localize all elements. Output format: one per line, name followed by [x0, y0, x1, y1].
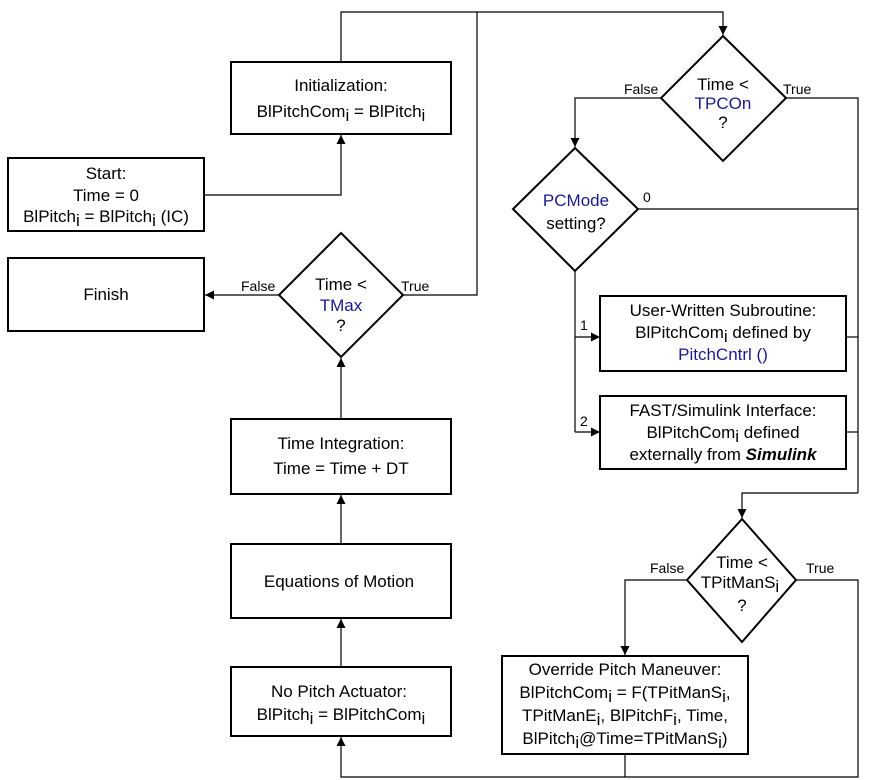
- finish-box: Finish: [7, 257, 205, 332]
- simulink-box: FAST/Simulink Interface: BlPitchComi def…: [599, 395, 847, 470]
- tmax-true-label: True: [401, 278, 429, 294]
- tpcon-decision: Time < TPCOn ? False True: [624, 34, 811, 163]
- tpitmans-true-label: True: [806, 560, 834, 576]
- start-box: Start: Time = 0 BlPitchi = BlPitchi (IC): [7, 157, 205, 232]
- pcmode-label-0: 0: [643, 189, 651, 205]
- tpcon-false-label: False: [624, 81, 658, 97]
- connector-tpcon-true: [786, 97, 859, 493]
- tpitmans-decision: Time < TPitManSi ? False True: [650, 517, 834, 644]
- connector-tmax-true: [403, 12, 478, 296]
- initialization-equation: BlPitchComi = BlPitchi: [257, 102, 426, 125]
- tmax-decision: Time < TMax ? False True: [241, 231, 429, 359]
- connectors: [205, 11, 859, 778]
- connector-start-to-init: [205, 135, 346, 196]
- override-line3: TPitManEi, BlPitchFi, Time,: [522, 706, 728, 729]
- pcmode-label-2: 2: [580, 413, 588, 429]
- equations-of-motion-box: Equations of Motion: [230, 543, 452, 619]
- tpcon-line1: Time <: [697, 75, 749, 94]
- connector-tpcon-false: [570, 97, 661, 147]
- time-integration-box: Time Integration: Time = Time + DT: [230, 418, 452, 495]
- tpitmans-false-label: False: [650, 560, 684, 576]
- pcmode-line2: setting?: [546, 214, 606, 233]
- pcmode-label-1: 1: [580, 317, 588, 333]
- connector-tpitmans-true: [336, 579, 859, 778]
- finish-title: Finish: [83, 285, 128, 304]
- pcmode-line1: PCMode: [543, 191, 609, 210]
- connector-bus-to-tpitmans: [737, 492, 858, 518]
- user-subroutine-line2: BlPitchComi defined by: [635, 323, 811, 346]
- override-line2: BlPitchComi = F(TPitManSi,: [519, 683, 730, 706]
- tpitmans-line3: ?: [737, 596, 746, 615]
- pcmode-decision: PCMode setting? 0 1 2: [511, 146, 651, 429]
- tpcon-line2: TPCOn: [695, 94, 752, 113]
- tpitmans-line2: TPitManSi: [701, 573, 779, 596]
- connector-init-to-tpcon: [340, 11, 728, 62]
- simulink-line2: BlPitchComi defined: [646, 423, 799, 446]
- no-pitch-actuator-box: No Pitch Actuator: BlPitchi = BlPitchCom…: [230, 666, 452, 737]
- override-line4: BlPitchi@Time=TPitManSi): [522, 729, 727, 752]
- equations-of-motion-title: Equations of Motion: [264, 572, 414, 591]
- connector-tpitmans-false: [620, 579, 687, 655]
- override-title: Override Pitch Maneuver:: [529, 660, 722, 679]
- user-subroutine-title: User-Written Subroutine:: [630, 301, 817, 320]
- no-pitch-actuator-title: No Pitch Actuator:: [271, 682, 407, 701]
- tpcon-line3: ?: [718, 113, 727, 132]
- tpitmans-line1: Time <: [716, 553, 768, 572]
- initialization-box: Initialization: BlPitchComi = BlPitchi: [230, 61, 452, 135]
- tmax-line3: ?: [336, 316, 345, 335]
- user-subroutine-box: User-Written Subroutine: BlPitchComi def…: [599, 295, 847, 372]
- tmax-false-label: False: [241, 278, 275, 294]
- tmax-line2: TMax: [320, 296, 363, 315]
- time-integration-equation: Time = Time + DT: [273, 459, 408, 478]
- no-pitch-actuator-equation: BlPitchi = BlPitchComi: [257, 705, 426, 728]
- start-title: Start:: [86, 164, 127, 183]
- start-time: Time = 0: [73, 186, 139, 205]
- simulink-title: FAST/Simulink Interface:: [629, 401, 816, 420]
- initialization-title: Initialization:: [294, 76, 388, 95]
- tmax-line1: Time <: [315, 275, 367, 294]
- user-subroutine-func: PitchCntrl (): [678, 345, 768, 364]
- start-pitch: BlPitchi = BlPitchi (IC): [23, 207, 189, 230]
- tpcon-true-label: True: [783, 81, 811, 97]
- simulink-line3: externally from Simulink: [629, 445, 818, 464]
- time-integration-title: Time Integration:: [278, 434, 405, 453]
- override-box: Override Pitch Maneuver: BlPitchComi = F…: [501, 655, 749, 755]
